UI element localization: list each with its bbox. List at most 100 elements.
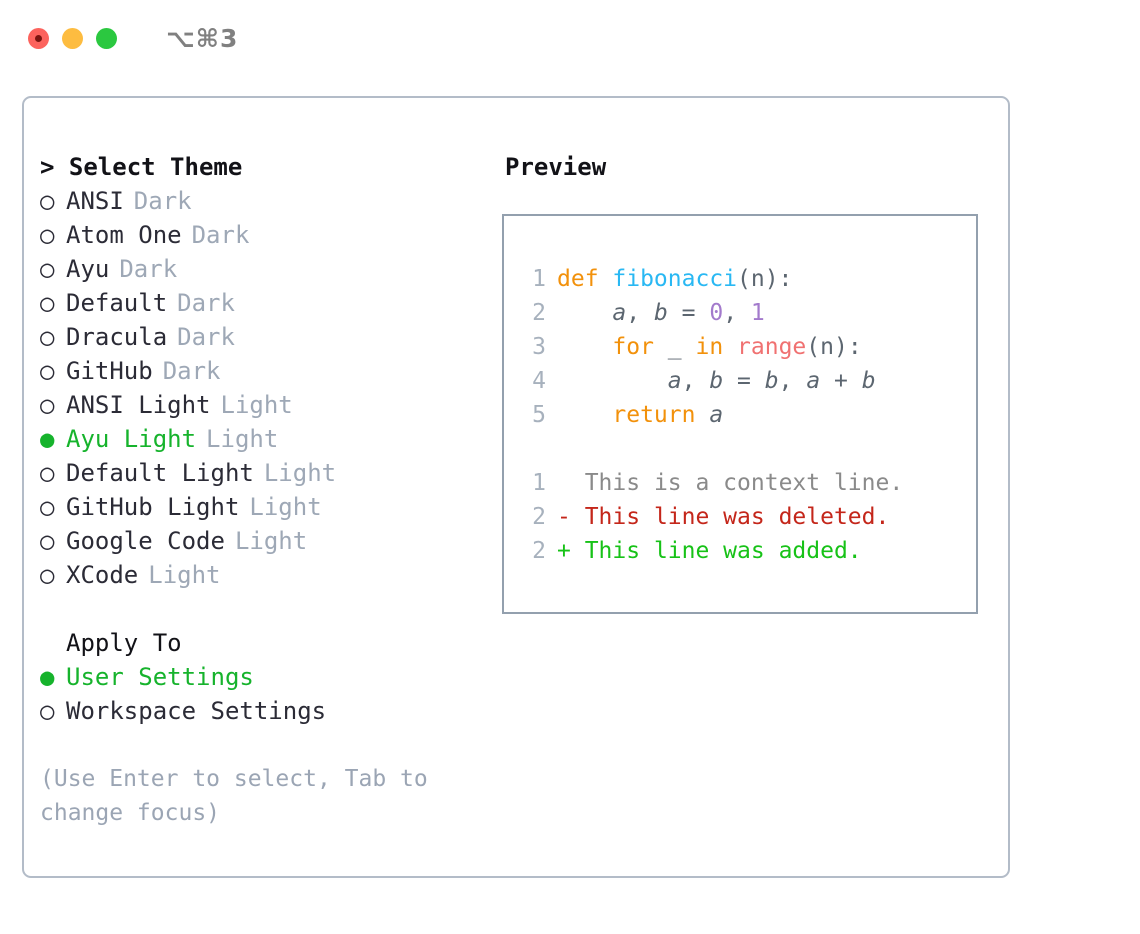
apply-to-option[interactable]: ○Workspace Settings [40,694,502,728]
code-line: 4 a, b = b, a + b [522,364,976,398]
diff-line-number: 2 [532,538,546,564]
code-line: 2 a, b = 0, 1 [522,296,976,330]
code-token-punc [723,334,737,360]
theme-option[interactable]: ○ XCode Light [40,558,502,592]
code-line-number: 3 [532,334,546,360]
code-line-number: 1 [532,266,546,292]
diff-line-added: 2+ This line was added. [522,534,976,568]
radio-unselected-icon: ○ [40,221,55,249]
theme-option-category: Light [206,425,279,453]
apply-to-heading: Apply To [66,629,182,657]
list-spacer [40,592,502,626]
keyboard-shortcut-label: ⌥⌘3 [166,23,239,53]
radio-selected-icon: ● [40,663,55,691]
code-token-punc: , [778,368,807,394]
code-token-punc: + [820,368,862,394]
apply-to-option-label: User Settings [66,663,254,691]
theme-option-name: Atom One [66,221,182,249]
theme-option[interactable]: ○ Ayu Dark [40,252,502,286]
code-line: 3 for _ in range(n): [522,330,976,364]
code-token-punc [557,368,668,394]
code-line: 5 return a [522,398,976,432]
radio-unselected-icon: ○ [40,697,55,725]
diff-marker: - [557,504,571,530]
window-titlebar: ⌥⌘3 [0,0,1140,76]
code-token-punc: (n): [737,266,793,292]
code-token-id: b [653,300,668,326]
radio-unselected-icon: ○ [40,357,55,385]
code-token-id: a [612,300,627,326]
code-token-id: b [709,368,724,394]
keyboard-hint-text: (Use Enter to select, Tab to change focu… [40,766,442,826]
code-token-kw: for [612,334,654,360]
theme-option-name: Ayu Light [66,425,197,453]
theme-option-name: ANSI [66,187,124,215]
theme-option-name: XCode [66,561,139,589]
diff-text: This is a context line. [570,470,904,496]
diff-line-deleted: 2- This line was deleted. [522,500,976,534]
diff-sample: 1 This is a context line.2- This line wa… [522,466,976,568]
code-token-id: a [667,368,682,394]
radio-unselected-icon: ○ [40,289,55,317]
theme-option-name: Default [66,289,168,317]
code-token-id: b [764,368,779,394]
theme-option-category: Light [263,459,337,487]
minimize-window-icon[interactable] [62,27,83,49]
theme-option[interactable]: ○ GitHub Dark [40,354,502,388]
theme-option-name: GitHub [66,357,153,385]
traffic-light-group [28,27,117,49]
code-line-number: 5 [532,402,546,428]
diff-text: This line was added. [570,538,862,564]
theme-option-category: Dark [162,357,221,385]
radio-unselected-icon: ○ [40,391,55,419]
theme-option-category: Light [148,561,221,589]
radio-unselected-icon: ○ [40,493,55,521]
code-token-punc: , [723,300,751,326]
code-token-punc: (n): [806,334,862,360]
code-token-punc: = [723,368,765,394]
theme-option-category: Dark [133,187,192,215]
theme-option[interactable]: ○ Default Dark [40,286,502,320]
radio-unselected-icon: ○ [40,561,55,589]
zoom-window-icon[interactable] [96,27,117,49]
theme-option-category: Dark [177,323,235,351]
code-token-id: a [806,368,821,394]
theme-option-category: Light [234,527,308,555]
code-line-number: 4 [532,368,546,394]
code-token-punc [695,402,709,428]
apply-to-list: ● User Settings ○Workspace Settings [40,660,502,728]
code-token-kw: def [557,266,613,292]
theme-option-category: Dark [191,221,250,249]
code-token-punc: , [681,368,710,394]
theme-option-category: Dark [177,289,235,317]
code-token-punc: , [626,300,654,326]
radio-unselected-icon: ○ [40,323,55,351]
theme-option-category: Dark [119,255,178,283]
code-token-num: 1 [750,300,765,326]
theme-option-name: ANSI Light [66,391,211,419]
code-token-num: 0 [709,300,724,326]
apply-to-option[interactable]: ● User Settings [40,660,502,694]
theme-option[interactable]: ○ Atom One Dark [40,218,502,252]
hint-spacer [40,728,502,762]
code-token-bi: range [737,334,807,360]
code-token-id: b [861,368,876,394]
close-window-icon[interactable] [28,27,49,49]
theme-option-name: Ayu [66,255,110,283]
diff-text: This line was deleted. [570,504,890,530]
radio-unselected-icon: ○ [40,255,55,283]
select-theme-heading: > Select Theme [40,153,243,181]
